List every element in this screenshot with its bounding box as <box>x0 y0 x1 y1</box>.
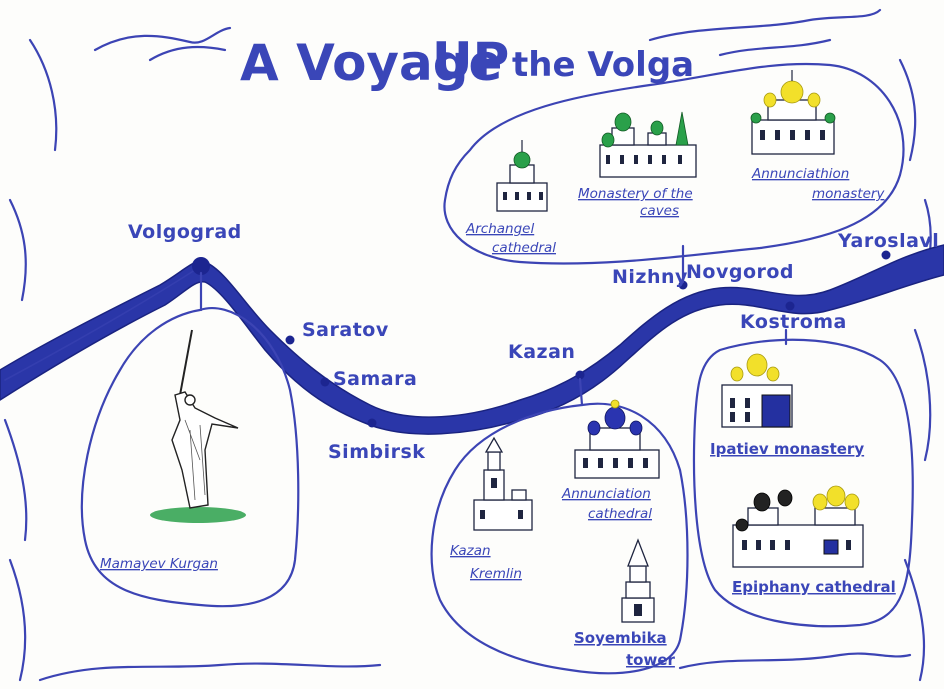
archangel-cathedral-icon <box>496 140 548 212</box>
volgograd-dot <box>192 257 210 275</box>
kostroma-dot <box>785 301 795 311</box>
wavy-border <box>3 8 932 682</box>
simbirsk-dot <box>367 418 377 428</box>
label-soyembika-1: Soyembika <box>574 629 667 647</box>
yaroslavl-dot <box>881 250 891 260</box>
label-kazan-kremlin-1: Kazan <box>450 543 491 559</box>
label-annunciation-cathedral-1: Annunciation <box>561 486 651 502</box>
kostroma-region <box>692 338 914 628</box>
city-label-samara: Samara <box>333 368 417 390</box>
label-ipatiev-monastery: Ipatiev monastery <box>710 440 864 458</box>
nizhny-novgorod-region <box>443 62 905 265</box>
label-mamayev-kurgan: Mamayev Kurgan <box>100 556 218 572</box>
city-label-volgograd: Volgograd <box>128 221 242 243</box>
epiphany-cathedral-icon <box>732 485 864 568</box>
title-part-2: UP <box>432 32 509 90</box>
label-soyembika-2: tower <box>626 651 676 669</box>
annunciation-monastery-icon <box>750 70 836 155</box>
ipatiev-monastery-icon <box>721 353 793 428</box>
motherland-statue-icon <box>150 329 246 523</box>
kazan-kremlin-icon <box>473 436 533 531</box>
kazan-connector <box>578 377 584 407</box>
label-monastery-caves-1: Monastery of the <box>578 186 693 202</box>
map-title: A Voyage UP the Volga <box>240 32 694 92</box>
monastery-of-the-caves-icon <box>599 111 697 178</box>
city-label-nizhny: Nizhny <box>612 266 688 288</box>
city-label-novgorod: Novgorod <box>686 261 794 283</box>
label-monastery-caves-2: caves <box>640 203 679 219</box>
city-label-yaroslavl: Yaroslavl <box>837 230 939 252</box>
annunciation-cathedral-icon <box>574 399 660 479</box>
label-archangel-2: cathedral <box>492 240 556 256</box>
city-label-simbirsk: Simbirsk <box>328 441 425 463</box>
samara-dot <box>320 377 330 387</box>
mamayev-kurgan-region <box>80 307 300 608</box>
title-part-1: A Voyage <box>240 34 502 92</box>
city-label-kazan: Kazan <box>508 341 575 363</box>
label-annunciathion-2: monastery <box>812 186 885 202</box>
label-annunciation-cathedral-2: cathedral <box>588 506 652 522</box>
nizhny-novgorod-dot <box>678 280 688 290</box>
soyembika-tower-icon <box>621 538 655 623</box>
city-label-saratov: Saratov <box>302 319 389 341</box>
saratov-dot <box>285 335 295 345</box>
label-kazan-kremlin-2: Kremlin <box>470 566 522 582</box>
kazan-dot <box>575 370 585 380</box>
label-epiphany-cathedral: Epiphany cathedral <box>732 578 896 596</box>
title-part-3: the Volga <box>512 45 694 85</box>
label-annunciathion-1: Annunciathion <box>751 166 849 182</box>
city-label-kostroma: Kostroma <box>740 311 847 333</box>
kazan-region <box>430 402 689 675</box>
label-archangel-1: Archangel <box>465 221 534 237</box>
volga-river <box>0 244 944 435</box>
